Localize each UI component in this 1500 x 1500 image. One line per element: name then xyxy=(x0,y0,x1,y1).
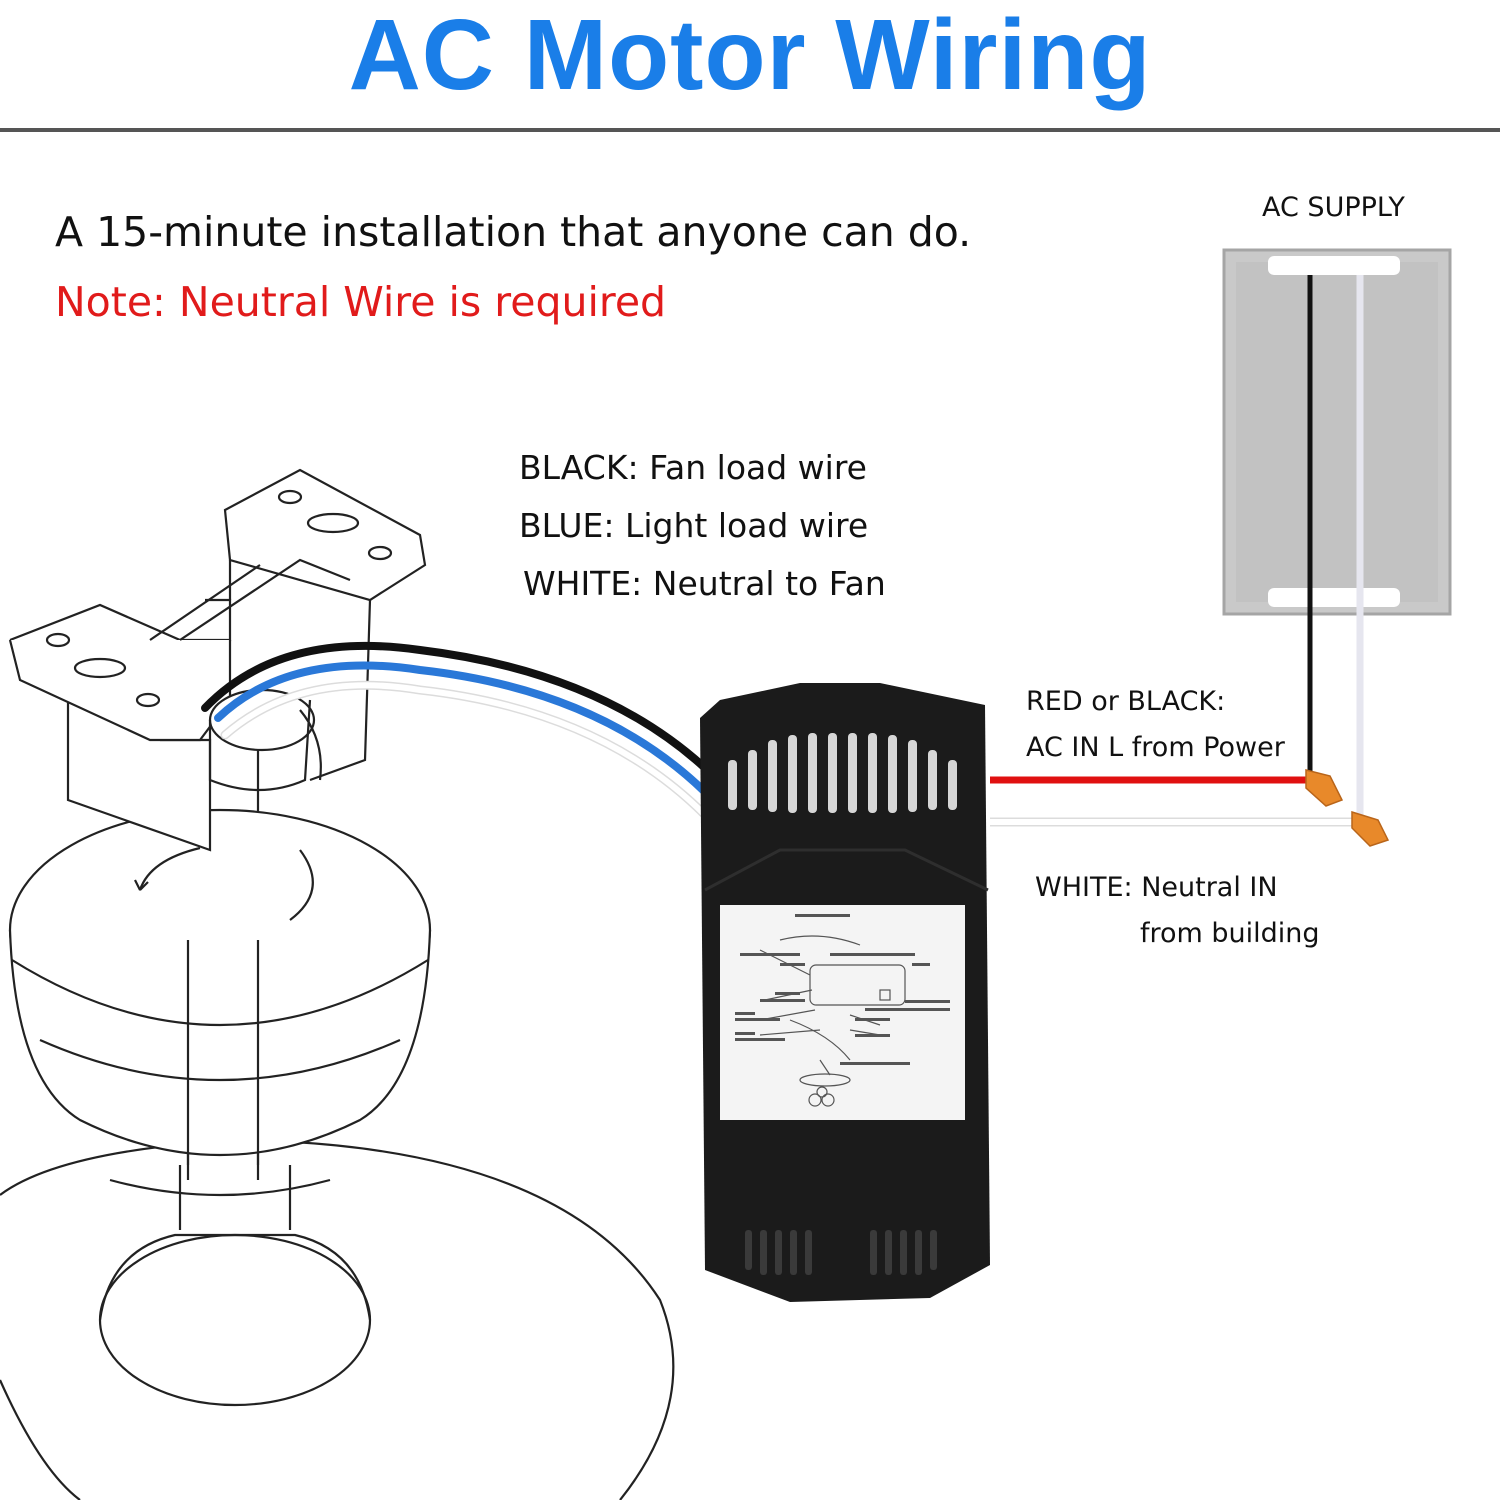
neutral-input-label-line1: WHITE: Neutral IN xyxy=(1035,872,1278,903)
intro-text: A 15-minute installation that anyone can… xyxy=(55,208,972,256)
live-input-label-line1: RED or BLACK: xyxy=(1026,686,1226,717)
ac-supply-box xyxy=(1222,248,1452,616)
live-wire-nut xyxy=(1305,769,1344,807)
title-divider xyxy=(0,128,1500,132)
wire-nut-connectors xyxy=(1305,769,1390,847)
blue-light-load-wire xyxy=(214,661,709,796)
neutral-input-label-line2: from building xyxy=(1140,918,1320,949)
legend-blue-wire: BLUE: Light load wire xyxy=(519,506,869,545)
live-input-label-line2: AC IN L from Power xyxy=(1026,732,1285,763)
receiver-wiring-sticker xyxy=(720,905,965,1120)
neutral-wire-nut xyxy=(1351,810,1390,847)
note-text: Note: Neutral Wire is required xyxy=(55,278,667,326)
ac-supply-label: AC SUPPLY xyxy=(1262,192,1405,223)
legend-black-wire: BLACK: Fan load wire xyxy=(519,448,867,487)
receiver-unit xyxy=(700,683,990,1302)
input-wires xyxy=(990,275,1365,827)
black-fan-load-wire xyxy=(201,641,709,772)
page-title: AC Motor Wiring xyxy=(348,0,1152,111)
legend-white-wire: WHITE: Neutral to Fan xyxy=(523,564,886,603)
ceiling-fan-drawing xyxy=(0,468,675,1500)
receiver-vent-slots xyxy=(728,733,957,813)
receiver-bottom-vents xyxy=(745,1230,937,1275)
output-wires xyxy=(201,641,710,820)
